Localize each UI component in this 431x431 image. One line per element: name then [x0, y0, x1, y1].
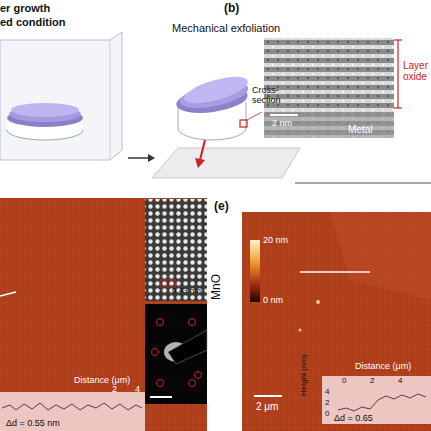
- tick-label: 0: [325, 410, 329, 419]
- colorbar-label: 0 nm: [263, 296, 283, 306]
- tick-label: 2: [112, 385, 117, 395]
- axis-title: Distance (μm): [355, 362, 411, 372]
- layer-label: Layer oxide: [403, 60, 429, 82]
- step-height: Δd = 0.65: [334, 414, 373, 424]
- callout-label: Cross-section: [252, 86, 290, 106]
- colorbar-label: 20 nm: [263, 236, 288, 246]
- region-label: Metal: [348, 124, 372, 135]
- tick-label: 2: [325, 399, 329, 408]
- tick-label: 0: [342, 377, 346, 386]
- growth-caption: ed condition: [0, 16, 65, 28]
- scale-label: 2 nm: [272, 119, 292, 129]
- step-caption: Mechanical exfoliation: [172, 22, 280, 34]
- growth-caption: er growth: [0, 2, 50, 14]
- axis-title: Distance (μm): [74, 376, 130, 386]
- tick-label: 4: [135, 385, 140, 395]
- spacing-label: 0.43 nm: [172, 287, 201, 296]
- panel-letter: (b): [224, 2, 239, 15]
- step-height: Δd = 0.55 nm: [6, 419, 60, 429]
- tick-label: 2: [370, 377, 374, 386]
- scale-label: 2 μm: [256, 401, 278, 412]
- panel-letter: (e): [214, 200, 229, 213]
- tick-label: 4: [325, 388, 329, 397]
- tick-label: 4: [398, 377, 402, 386]
- axis-title: Height (nm): [300, 354, 309, 396]
- material-label: MnO: [210, 274, 223, 300]
